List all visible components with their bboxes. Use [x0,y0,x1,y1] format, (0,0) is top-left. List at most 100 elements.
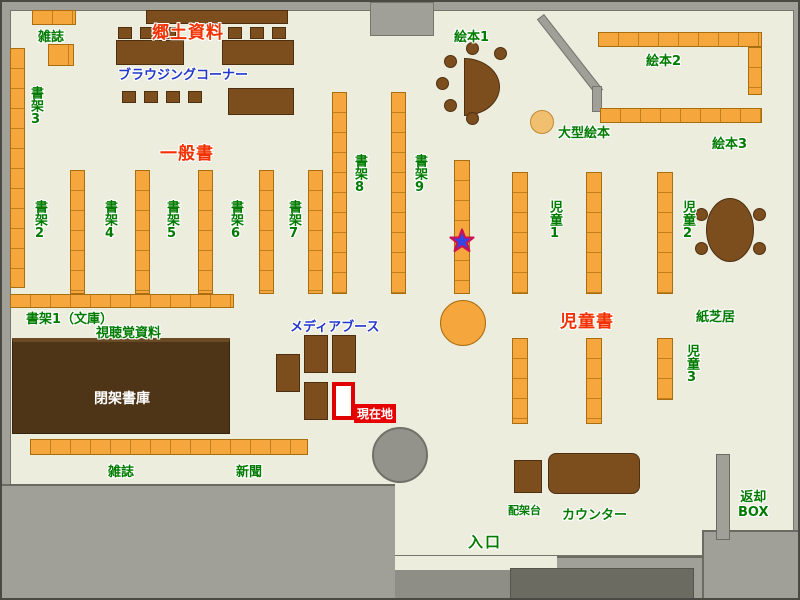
children-2-label: 児童2 [680,200,695,241]
local-materials-shelf [146,10,288,24]
browsing-table [116,40,184,65]
current-location-star-icon [449,228,475,253]
table-stool [753,242,766,255]
shelf-6-label: 書架6 [228,200,243,241]
media-booth-current [332,382,355,420]
media-booth [332,335,356,373]
children-books-label: 児童書 [560,312,614,332]
return-box-label-line1: 返却 [740,490,767,505]
current-location-badge: 現在地 [354,404,397,423]
corner-shelf-right [748,47,762,95]
wall-top-pillar [370,2,434,36]
pillar-column [372,427,428,483]
entrance-label: 入口 [468,533,503,551]
children-round-table [440,300,486,346]
reading-stool [444,99,457,112]
kamishibai-label: 紙芝居 [696,310,736,325]
media-booth [276,354,300,392]
picture-book-1-label: 絵本1 [454,30,490,45]
media-booth [304,382,328,420]
star-shelf-column [454,160,470,294]
children-shelf-column-5 [586,338,602,424]
picture-book-3-label: 絵本3 [712,137,748,152]
browsing-chair [188,91,202,103]
wall-diagonal-connector [592,86,602,112]
reading-stool [466,112,479,125]
magazine-label-top: 雑誌 [38,30,65,45]
shelf-2-label: 書架2 [32,200,47,241]
closed-stacks-label: 閉架書庫 [94,391,150,407]
children-shelf-column-4 [512,338,528,424]
wall-bottom-right [702,530,798,598]
entrance-floor [395,556,557,570]
bunko-av-shelf [10,294,234,308]
magazine-shelf-top [32,10,76,25]
sorting-table-label: 配架台 [508,504,541,517]
shelf-3-label: 書架3 [28,86,43,127]
browsing-chair [166,91,180,103]
newspaper-label: 新聞 [236,465,263,480]
browsing-table [228,88,294,115]
shelf-5-label: 書架5 [164,200,179,241]
entrance-step-pad [510,568,694,598]
picture-book-shelf-3 [600,108,762,123]
local-materials-label: 郷土資料 [152,23,224,43]
audio-visual-label: 視聴覚資料 [96,326,162,341]
bookshelf-2-column [70,170,85,294]
reading-stool [444,55,457,68]
counter-desk [548,453,640,494]
browsing-chair [140,27,154,39]
reading-stool [466,42,479,55]
browsing-chair [272,27,286,39]
children-3-label: 児童3 [684,344,699,385]
children-shelf-column-1 [512,172,528,294]
table-stool [753,208,766,221]
magazine-label-bottom: 雑誌 [108,465,135,480]
children-shelf-column-2 [586,172,602,294]
children-shelf-column-3 [657,172,673,294]
browsing-chair [122,91,136,103]
browsing-table [222,40,294,65]
reading-stool [436,77,449,90]
bookshelf-5-column [198,170,213,294]
closed-stacks-block: 閉架書庫 [12,338,230,434]
browsing-chair [144,91,158,103]
shelf-9-label: 書架9 [412,154,427,195]
return-box-label-line2: BOX [738,505,769,520]
media-booth [304,335,328,373]
browsing-chair [162,27,176,39]
general-books-label: 一般書 [160,144,214,164]
browsing-chair [118,27,132,39]
browsing-chair [250,27,264,39]
wall-return-box-niche [716,454,730,540]
reading-stool [494,47,507,60]
browsing-chair [228,27,242,39]
table-stool [695,242,708,255]
sorting-table-desk [514,460,542,493]
counter-label: カウンター [562,508,628,523]
media-booth-label: メディアブース [290,320,380,335]
bookshelf-9-column [391,92,406,294]
children-1-label: 児童1 [547,200,562,241]
large-picture-book-label: 大型絵本 [558,126,611,141]
bookshelf-6-column [259,170,274,294]
picture-book-2-label: 絵本2 [646,54,682,69]
bookshelf-7-column [308,170,323,294]
magazine-box [48,44,74,66]
shelf-1-bunko-label: 書架1（文庫） [26,312,114,327]
browsing-corner-label: ブラウジングコーナー [118,68,249,83]
shelf-4-label: 書架4 [102,200,117,241]
children-shelf-column-6 [657,338,673,400]
magazine-newspaper-shelf [30,439,308,455]
picture-book-shelf-2 [598,32,762,47]
table-stool [695,208,708,221]
wall-bottom-left [2,484,395,598]
children-oval-table [706,198,754,262]
return-box-label: 返却 BOX [738,486,769,520]
shelf-7-label: 書架7 [286,200,301,241]
bookshelf-8-column [332,92,347,294]
large-picture-book-table [530,110,554,134]
bookshelf-3-column [10,48,25,288]
bookshelf-4-column [135,170,150,294]
